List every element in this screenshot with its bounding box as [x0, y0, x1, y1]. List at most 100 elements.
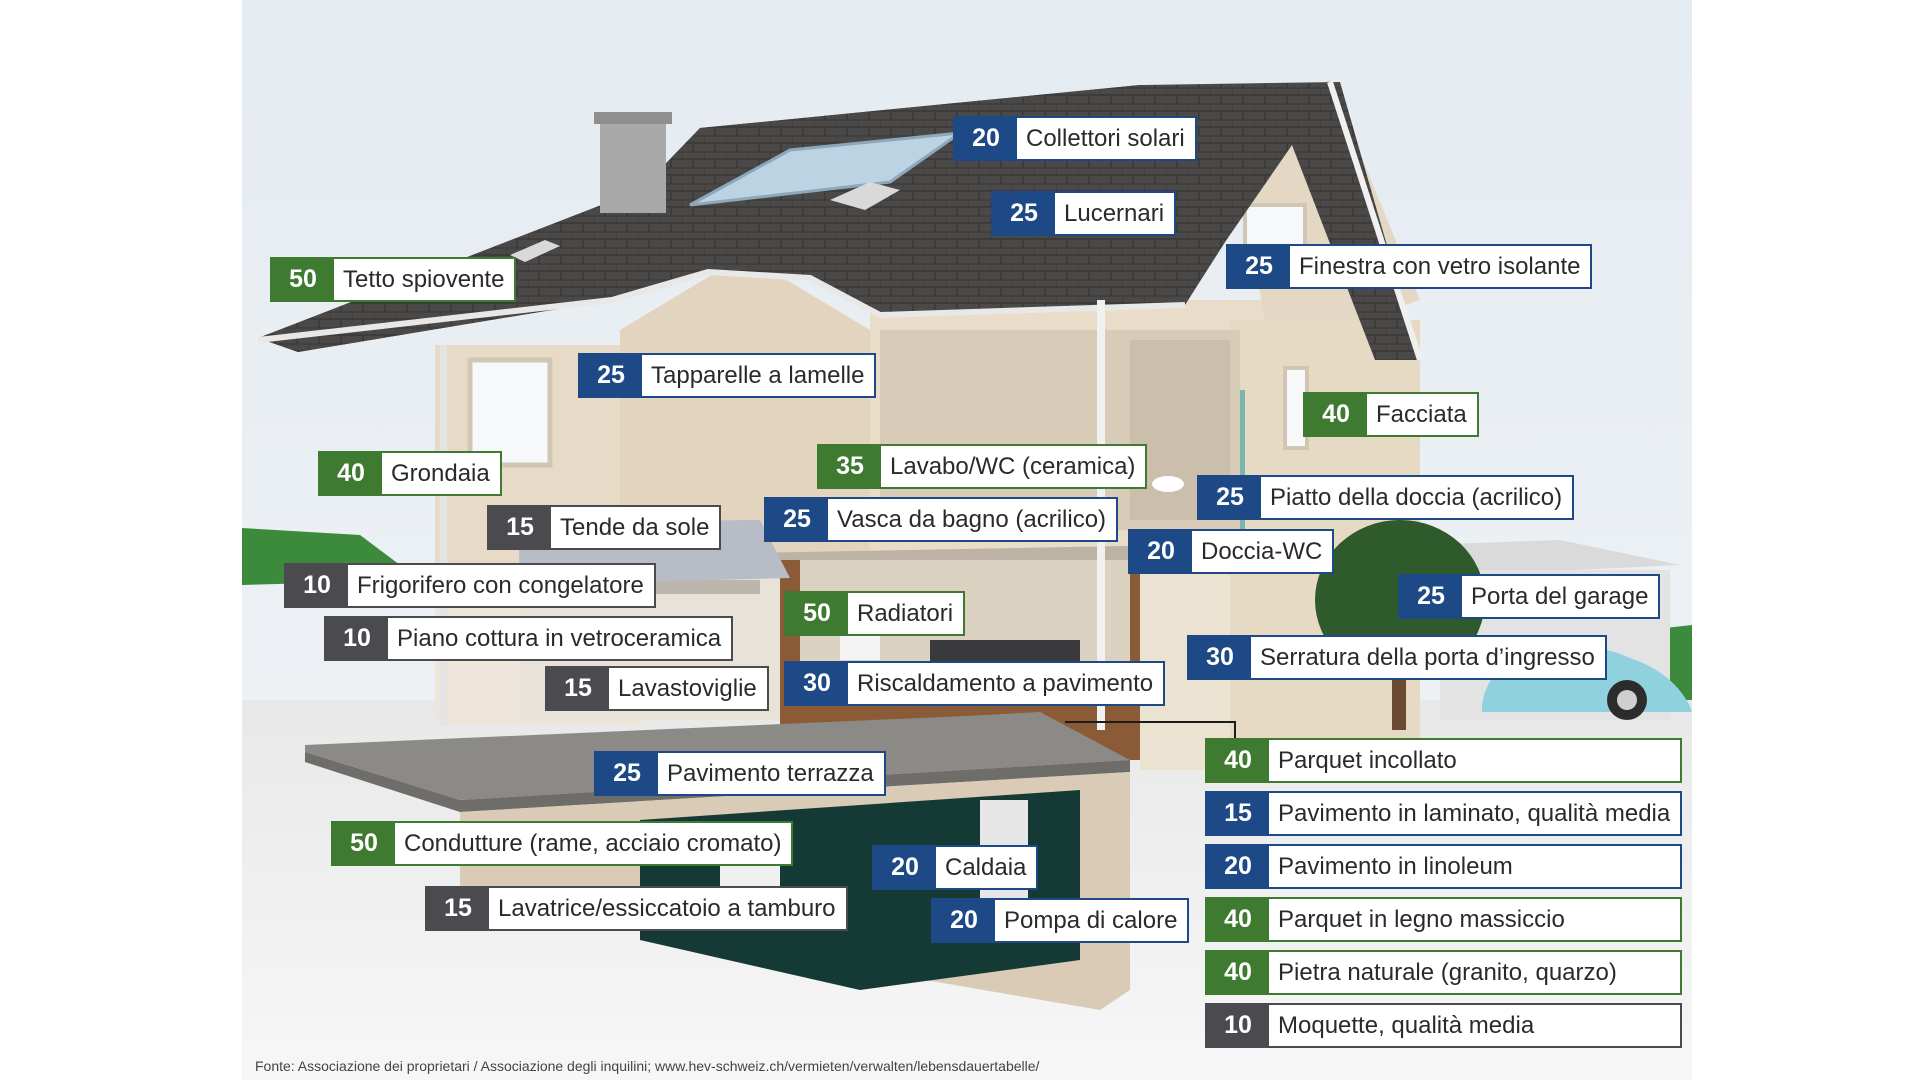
lifespan-years: 25 — [1199, 477, 1261, 518]
component-name: Serratura della porta d’ingresso — [1260, 643, 1595, 671]
component-name: Lavatrice/essiccatoio a tamburo — [498, 894, 836, 922]
component-name: Collettori solari — [1026, 124, 1185, 152]
label-parquet-incollato: 40 Parquet incollato — [1205, 738, 1682, 783]
lifespan-years: 25 — [766, 499, 828, 540]
label-porta-garage: 25 Porta del garage — [1398, 574, 1661, 619]
main-gable-wall — [620, 255, 870, 560]
label-pompa-calore: 20 Pompa di calore — [931, 898, 1190, 943]
downpipe-left — [440, 345, 447, 725]
lifespan-years: 20 — [1130, 531, 1192, 572]
skylight-1 — [830, 182, 900, 210]
label-frigorifero: 10 Frigorifero con congelatore — [284, 563, 656, 608]
component-name: Vasca da bagno (acrilico) — [837, 505, 1107, 533]
label-piano-cottura: 10 Piano cottura in vetroceramica — [324, 616, 734, 661]
label-pavimento-linoleum: 20 Pavimento in linoleum — [1205, 844, 1682, 889]
label-pietra-naturale: 40 Pietra naturale (granito, quarzo) — [1205, 950, 1682, 995]
label-facciata: 40 Facciata — [1303, 392, 1479, 437]
label-tende-da-sole: 15 Tende da sole — [487, 505, 722, 550]
terrace-edge — [305, 752, 1130, 812]
component-name: Porta del garage — [1471, 582, 1649, 610]
lifespan-years: 25 — [993, 193, 1055, 234]
gable-edge — [1327, 81, 1423, 361]
label-condutture: 50 Condutture (rame, acciaio cromato) — [331, 821, 794, 866]
lifespan-years: 15 — [1207, 793, 1269, 834]
component-name: Frigorifero con congelatore — [357, 571, 644, 599]
label-moquette: 10 Moquette, qualità media — [1205, 1003, 1682, 1048]
label-pavimento-laminato: 15 Pavimento in laminato, qualità media — [1205, 791, 1682, 836]
lifespan-years: 20 — [874, 847, 936, 888]
lifespan-years: 20 — [955, 118, 1017, 159]
component-name: Parquet in legno massiccio — [1278, 905, 1565, 933]
component-name: Caldaia — [945, 853, 1027, 881]
garage-roof — [1420, 540, 1680, 575]
lifespan-years: 25 — [596, 753, 658, 794]
component-name: Facciata — [1376, 400, 1467, 428]
roof-edge — [257, 268, 1186, 343]
chimney — [600, 118, 666, 213]
lifespan-years: 15 — [427, 888, 489, 929]
component-name: Lucernari — [1064, 199, 1165, 227]
component-name: Radiatori — [857, 599, 954, 627]
lifespan-years: 30 — [1189, 637, 1251, 678]
component-name: Finestra con vetro isolante — [1299, 252, 1581, 280]
lifespan-years: 25 — [1400, 576, 1462, 617]
component-name: Doccia-WC — [1201, 537, 1323, 565]
label-riscaldamento-pavimento: 30 Riscaldamento a pavimento — [784, 661, 1166, 706]
floor-leader-line — [1065, 721, 1236, 738]
component-name: Riscaldamento a pavimento — [857, 669, 1154, 697]
component-name: Piano cottura in vetroceramica — [397, 624, 722, 652]
source-note: Fonte: Associazione dei proprietari / As… — [255, 1058, 1040, 1074]
component-name: Pietra naturale (granito, quarzo) — [1278, 958, 1617, 986]
skylight-2 — [510, 240, 560, 262]
label-grondaia: 40 Grondaia — [318, 451, 502, 496]
component-name: Piatto della doccia (acrilico) — [1270, 483, 1563, 511]
lifespan-years: 20 — [1207, 846, 1269, 887]
label-vasca-da-bagno: 25 Vasca da bagno (acrilico) — [764, 497, 1119, 542]
lifespan-years: 25 — [1228, 246, 1290, 287]
label-piatto-doccia: 25 Piatto della doccia (acrilico) — [1197, 475, 1575, 520]
component-name: Pavimento in laminato, qualità media — [1278, 799, 1671, 827]
label-finestra-vetro-isolante: 25 Finestra con vetro isolante — [1226, 244, 1593, 289]
lifespan-years: 20 — [933, 900, 995, 941]
washbasin — [1152, 476, 1184, 492]
label-lavabo-wc: 35 Lavabo/WC (ceramica) — [817, 444, 1148, 489]
component-name: Pompa di calore — [1004, 906, 1178, 934]
label-lavastoviglie: 15 Lavastoviglie — [545, 666, 769, 711]
lifespan-years: 10 — [1207, 1005, 1269, 1046]
lifespan-years: 15 — [489, 507, 551, 548]
component-name: Lavabo/WC (ceramica) — [890, 452, 1136, 480]
label-lucernari: 25 Lucernari — [991, 191, 1177, 236]
chimney-cap — [594, 112, 672, 124]
lifespan-years: 40 — [1207, 740, 1269, 781]
lifespan-years: 40 — [1207, 952, 1269, 993]
lifespan-years: 40 — [1207, 899, 1269, 940]
label-doccia-wc: 20 Doccia-WC — [1128, 529, 1335, 574]
lifespan-years: 50 — [333, 823, 395, 864]
lifespan-years: 30 — [786, 663, 848, 704]
component-name: Moquette, qualità media — [1278, 1011, 1535, 1039]
lifespan-years: 40 — [1305, 394, 1367, 435]
lifespan-years: 15 — [547, 668, 609, 709]
label-caldaia: 20 Caldaia — [872, 845, 1039, 890]
lifespan-years: 25 — [580, 355, 642, 396]
label-collettori-solari: 20 Collettori solari — [953, 116, 1197, 161]
label-parquet-massiccio: 40 Parquet in legno massiccio — [1205, 897, 1682, 942]
component-name: Tende da sole — [560, 513, 710, 541]
upper-window-left — [467, 357, 553, 468]
label-serratura-porta: 30 Serratura della porta d’ingresso — [1187, 635, 1607, 680]
lifespan-years: 40 — [320, 453, 382, 494]
lifespan-years: 35 — [819, 446, 881, 487]
component-name: Condutture (rame, acciaio cromato) — [404, 829, 782, 857]
lifespan-years: 10 — [326, 618, 388, 659]
component-name: Lavastoviglie — [618, 674, 757, 702]
component-name: Parquet incollato — [1278, 746, 1457, 774]
component-name: Pavimento in linoleum — [1278, 852, 1513, 880]
component-name: Pavimento terrazza — [667, 759, 874, 787]
lifespan-years: 10 — [286, 565, 348, 606]
component-name: Grondaia — [391, 459, 490, 487]
label-pavimento-terrazza: 25 Pavimento terrazza — [594, 751, 886, 796]
